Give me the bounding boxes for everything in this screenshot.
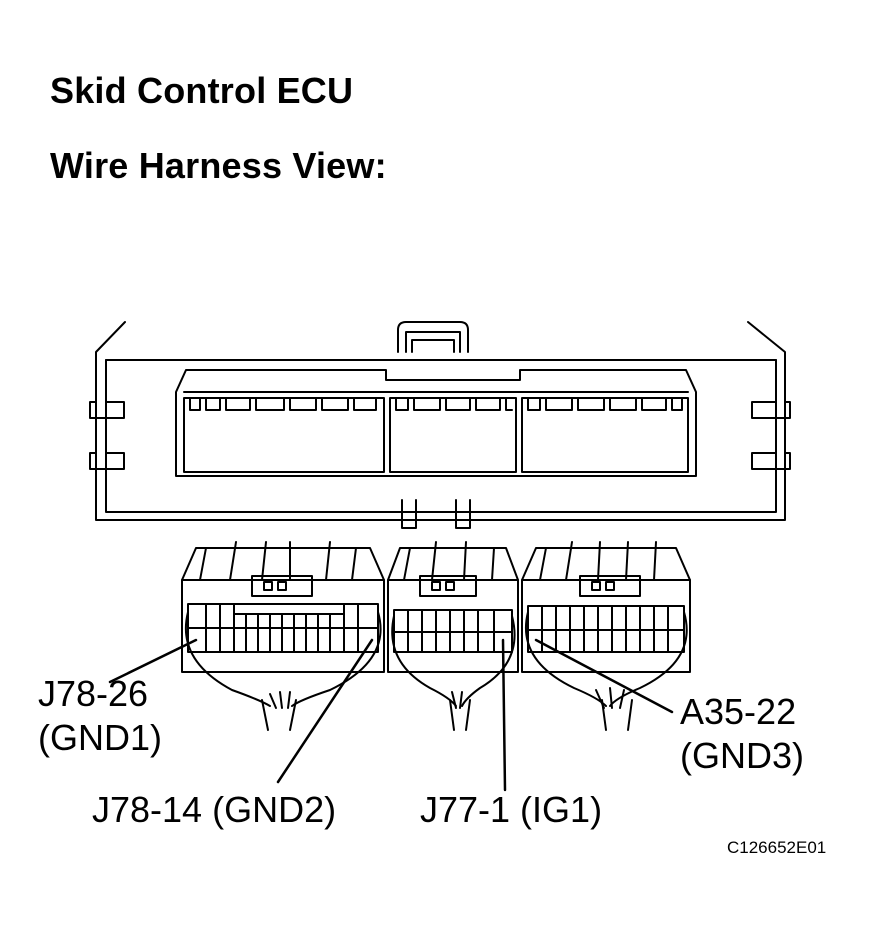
diagram-title: Skid Control ECU [50,70,354,111]
callout-a35-22-pin: A35-22 [680,691,797,732]
connector-j77 [387,541,519,731]
diagram-subtitle: Wire Harness View: [50,145,387,186]
callout-j78-26-signal: (GND1) [38,717,162,758]
callout-leaders [108,638,674,792]
figure-code: C126652E01 [727,838,827,857]
ecu-sockets [175,369,697,477]
callout-a35-22: A35-22 (GND3) [680,690,804,778]
callout-j77-1: J77-1 (IG1) [420,789,603,830]
callout-j78-14: J78-14 (GND2) [92,789,337,830]
connector-j78 [181,541,385,731]
connector-a35 [521,541,691,731]
callout-j78-26: J78-26 (GND1) [38,672,162,760]
callout-a35-22-signal: (GND3) [680,735,804,776]
ecu-housing [89,321,791,529]
callout-j78-26-pin: J78-26 [38,673,149,714]
